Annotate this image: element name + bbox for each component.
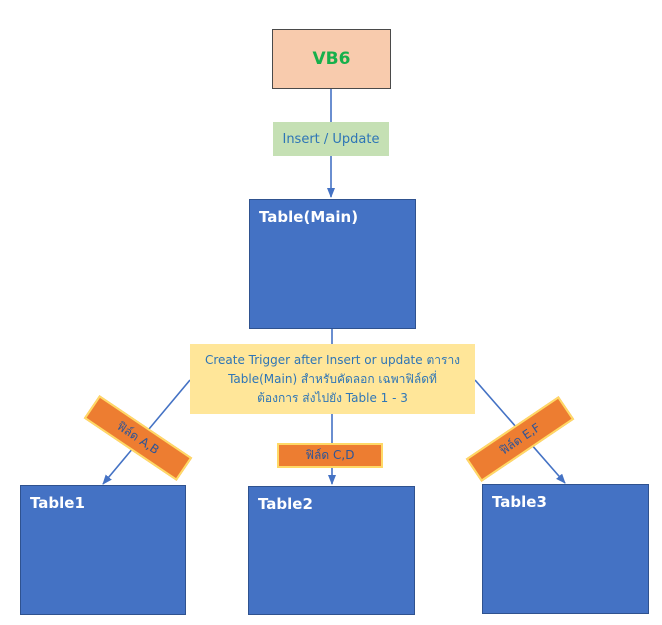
table2-node: Table2 xyxy=(248,486,415,615)
table2-label: Table2 xyxy=(258,495,313,513)
vb6-node: VB6 xyxy=(272,29,391,89)
field-tag-cd: ฟิล์ด C,D xyxy=(277,443,383,468)
table3-node: Table3 xyxy=(482,484,649,614)
vb6-label: VB6 xyxy=(312,49,351,69)
main-table-node: Table(Main) xyxy=(249,199,416,329)
table1-label: Table1 xyxy=(30,494,85,512)
trigger-note-line-1: Create Trigger after Insert or update ตา… xyxy=(204,352,461,367)
operation-label-box: Insert / Update xyxy=(273,122,389,156)
table1-node: Table1 xyxy=(20,485,186,615)
trigger-note-line-3: ต้องการ ส่งไปยัง Table 1 - 3 xyxy=(257,390,408,405)
trigger-note: Create Trigger after Insert or update ตา… xyxy=(190,344,475,414)
trigger-note-line-2: Table(Main) สำหรับคัดลอก เฉพาฟิล์ดที่ xyxy=(228,371,437,386)
field-tag-cd-label: ฟิล์ด C,D xyxy=(305,448,355,462)
operation-label: Insert / Update xyxy=(282,131,380,147)
main-table-label: Table(Main) xyxy=(259,208,359,226)
table3-label: Table3 xyxy=(492,493,547,511)
